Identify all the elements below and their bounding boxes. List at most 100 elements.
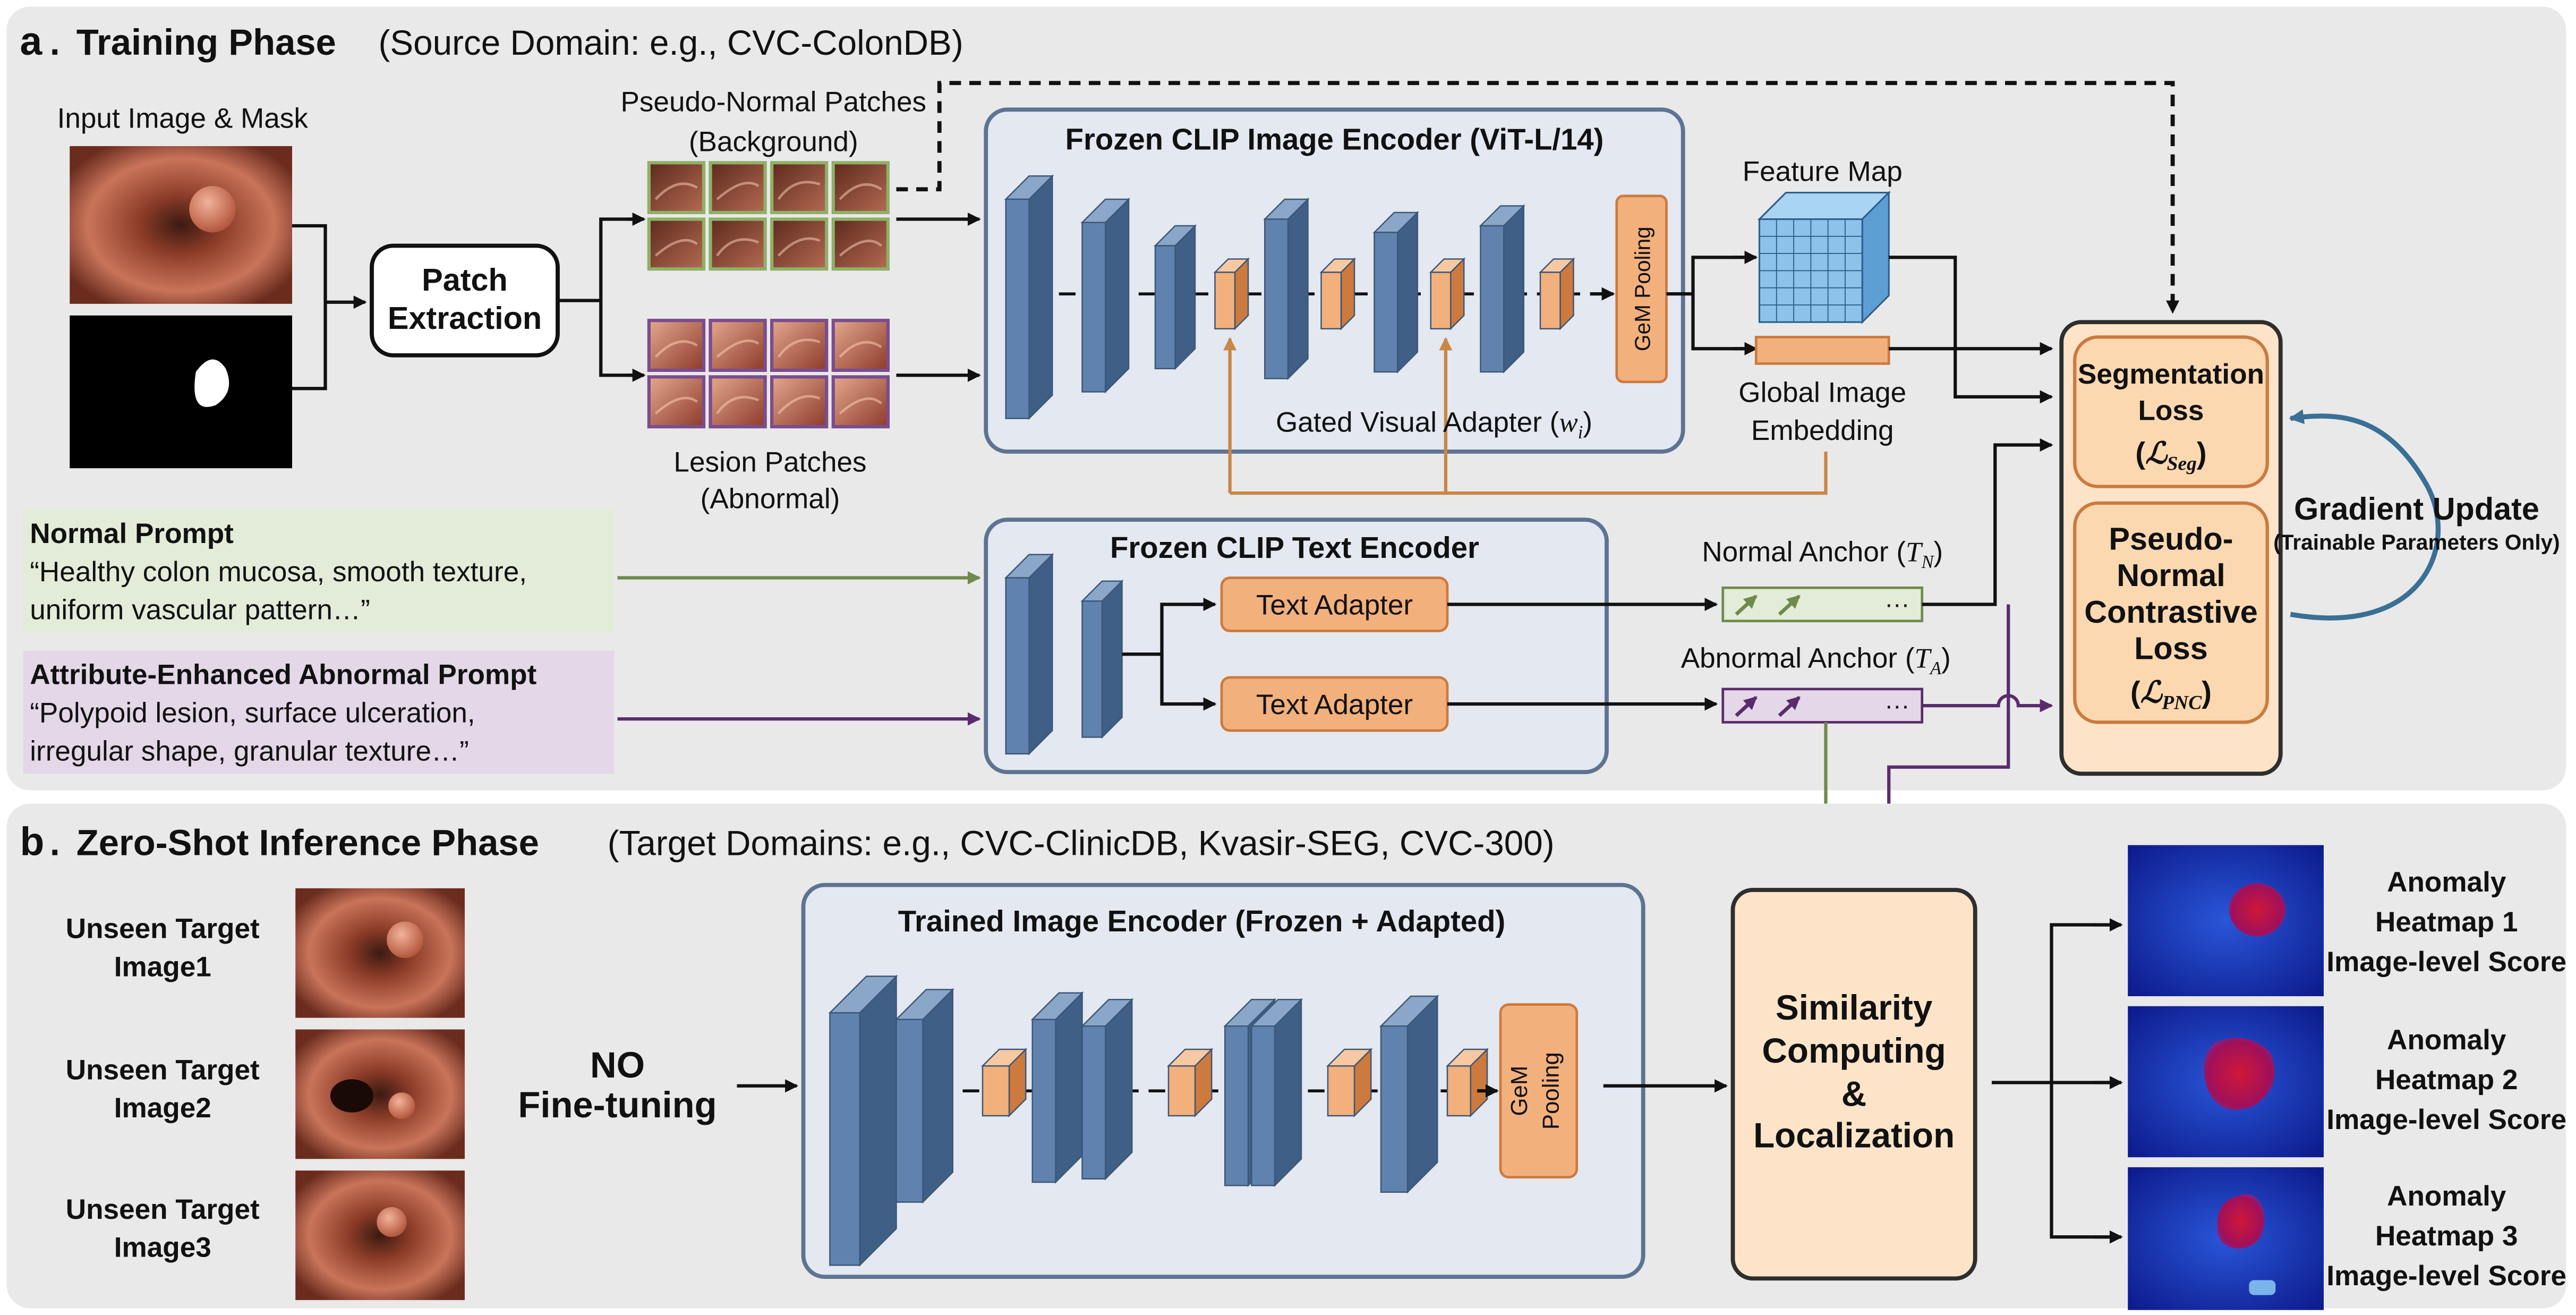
gradient-update-sublabel: (Trainable Parameters Only): [2273, 530, 2560, 554]
normal-anchor-glyph-2: [1778, 595, 1801, 616]
text-adapter-normal-label: Text Adapter: [1256, 589, 1413, 621]
heatmap-3: [2128, 1167, 2324, 1310]
text-encoder-title: Frozen CLIP Text Encoder: [1110, 531, 1479, 564]
abnormal-prompt-line-1: “Polypoid lesion, surface ulceration,: [30, 697, 475, 728]
panel-a-dot: .: [50, 22, 60, 63]
normal-patches-label-2: (Background): [689, 126, 858, 157]
similarity-label-1: Similarity: [1776, 988, 1933, 1027]
heatmap-2-label-3: Image-level Score: [2326, 1104, 2566, 1135]
adapter-block-10: [1538, 257, 1575, 330]
panel-a-subtitle: (Source Domain: e.g., CVC-ColonDB): [379, 23, 963, 62]
adapter-feedback-line: [1230, 452, 1828, 495]
encoder-layer-9: [1479, 204, 1525, 374]
trained-encoder-title: Trained Image Encoder (Frozen + Adapted): [898, 904, 1505, 938]
adapter-block-11: [1445, 1047, 1489, 1118]
seg-loss-box: [2073, 335, 2269, 488]
lesion-patches-label-2: (Abnormal): [701, 483, 840, 514]
gem-pooling-block-b: [1499, 1003, 1579, 1178]
dashed-arrow-to-seg-loss: [896, 81, 2180, 314]
gem-pooling-label-a: GeM Pooling: [1630, 226, 1654, 351]
arrow-normal-anchor-to-loss: [1922, 438, 2053, 606]
encoder-layer-8: [1250, 998, 1303, 1187]
gem-pooling-block-a: [1615, 194, 1668, 384]
text-encoder-layers: [1004, 553, 1124, 756]
lesion-patch-3: [770, 319, 829, 372]
pnc-loss-label-3: Contrastive: [2084, 594, 2258, 630]
abnormal-prompt-title: Attribute-Enhanced Abnormal Prompt: [30, 659, 536, 691]
target-2-label-1: Unseen Target: [66, 1054, 260, 1085]
gradient-update-arrow: [2289, 409, 2441, 621]
normal-patch-4: [831, 161, 890, 215]
input-mask: [70, 315, 292, 469]
target-3-label-2: Image3: [114, 1232, 211, 1263]
target-1-label-1: Unseen Target: [66, 913, 260, 945]
normal-anchor-glyph-1: [1735, 595, 1758, 616]
gradient-update-label: Gradient Update: [2294, 491, 2539, 527]
abnormal-prompt-box: [23, 651, 615, 774]
lesion-patch-5: [647, 375, 706, 429]
normal-prompt-line-1: “Healthy colon mucosa, smooth texture,: [30, 556, 527, 588]
encoder-layer-1: [828, 974, 898, 1267]
adapter-block-9: [1326, 1047, 1373, 1118]
lesion-patch-2: [709, 319, 767, 372]
panel-b-letter: b: [20, 819, 45, 863]
target-image-1: [295, 888, 465, 1018]
seg-loss-label-1: Segmentation: [2078, 359, 2264, 390]
normal-anchor-dots: ···: [1884, 590, 1909, 618]
normal-patch-6: [709, 217, 767, 271]
lesion-patch-grid: [647, 319, 890, 429]
feature-map-cube: [1757, 190, 1891, 325]
adapter-block-6: [1319, 257, 1357, 330]
pnc-loss-label-4: Loss: [2134, 631, 2208, 666]
no-finetuning-label-1: NO: [590, 1045, 645, 1085]
seg-loss-label-2: Loss: [2138, 395, 2204, 427]
normal-patch-grid: [647, 161, 890, 271]
no-finetuning-label-2: Fine-tuning: [518, 1084, 716, 1125]
normal-prompt-title: Normal Prompt: [30, 518, 234, 549]
image-encoder-title: Frozen CLIP Image Encoder (ViT-L/14): [1065, 122, 1604, 156]
adapter-block-8: [1429, 257, 1466, 330]
input-bracket: [292, 224, 327, 391]
panel-a-letter: a: [20, 19, 43, 63]
normal-prompt-line-2: uniform vascular pattern…”: [30, 595, 370, 626]
similarity-label-2: Computing: [1762, 1031, 1946, 1070]
normal-patch-2: [709, 161, 767, 215]
pnc-loss-box: [2073, 501, 2269, 724]
adapter-block-4: [1213, 257, 1250, 330]
target-1-label-2: Image1: [114, 951, 211, 982]
trained-encoder-layers: [828, 974, 1489, 1267]
gem-pooling-label-b-1: GeM: [1506, 1066, 1532, 1116]
heatmap-3-label-3: Image-level Score: [2326, 1260, 2566, 1292]
heatmap-2-label-1: Anomaly: [2387, 1024, 2506, 1056]
abnormal-anchor-glyph-1: [1735, 695, 1758, 717]
arrow-feature-to-loss: [1889, 256, 2053, 404]
heatmap-1-label-1: Anomaly: [2387, 867, 2506, 898]
patch-split-lines: [558, 217, 637, 377]
lesion-patch-8: [831, 375, 890, 429]
trained-encoder-box: [801, 883, 1645, 1279]
feature-map-label: Feature Map: [1743, 156, 1903, 188]
target-image-2: [295, 1029, 465, 1159]
global-embedding-bar: [1754, 336, 1890, 365]
gated-adapter-label: Gated Visual Adapter (wi): [1276, 407, 1592, 443]
abnormal-anchor-label: Abnormal Anchor (TA): [1681, 642, 1951, 678]
normal-patches-label-1: Pseudo-Normal Patches: [620, 86, 926, 117]
pnc-loss-label-2: Normal: [2117, 557, 2225, 593]
heatmap-3-label-1: Anomaly: [2387, 1181, 2506, 1212]
panel-a-title: Training Phase: [76, 22, 336, 63]
abnormal-anchor-dots: ···: [1884, 692, 1909, 719]
panel-b-title: Zero-Shot Inference Phase: [76, 822, 539, 863]
abnormal-anchor-glyph-2: [1778, 695, 1801, 717]
target-2-label-2: Image2: [114, 1092, 211, 1124]
normal-patch-5: [647, 217, 706, 271]
heatmap-1: [2128, 845, 2324, 996]
lesion-patches-label-1: Lesion Patches: [673, 447, 866, 478]
encoder-layer-5: [1080, 998, 1134, 1181]
encoder-layer-2: [1080, 579, 1124, 739]
heatmap-1-label-3: Image-level Score: [2326, 946, 2566, 978]
text-encoder-box: [984, 517, 1609, 775]
adapter-block-6: [1166, 1047, 1214, 1118]
panel-b-subtitle: (Target Domains: e.g., CVC-ClinicDB, Kva…: [608, 824, 1555, 862]
global-embedding-label-2: Embedding: [1751, 415, 1894, 446]
encoder-layer-10: [1379, 994, 1439, 1194]
